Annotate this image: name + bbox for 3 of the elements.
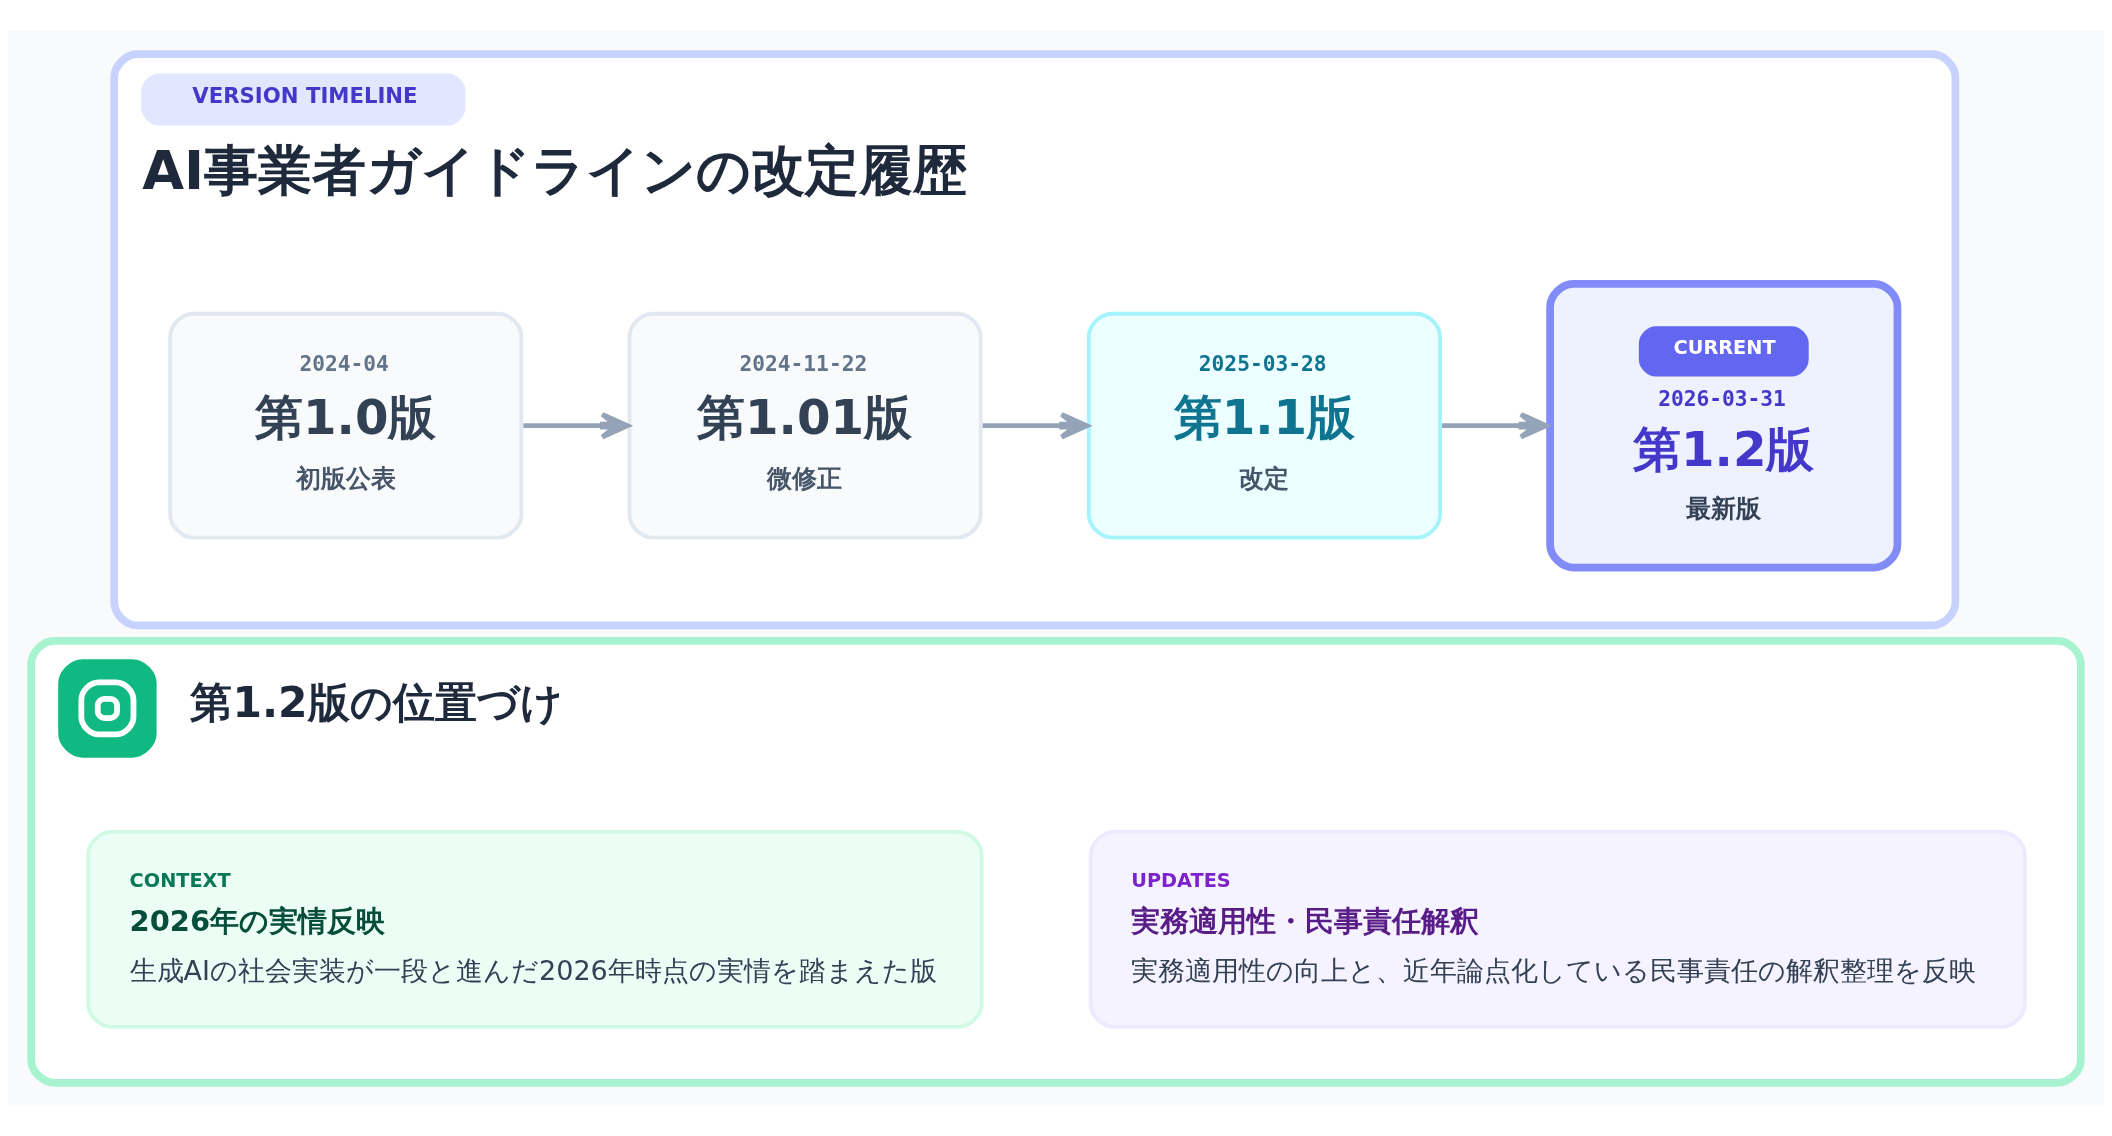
- arrow: [1442, 411, 1549, 439]
- arrow: [982, 411, 1090, 439]
- arrow: [523, 411, 630, 439]
